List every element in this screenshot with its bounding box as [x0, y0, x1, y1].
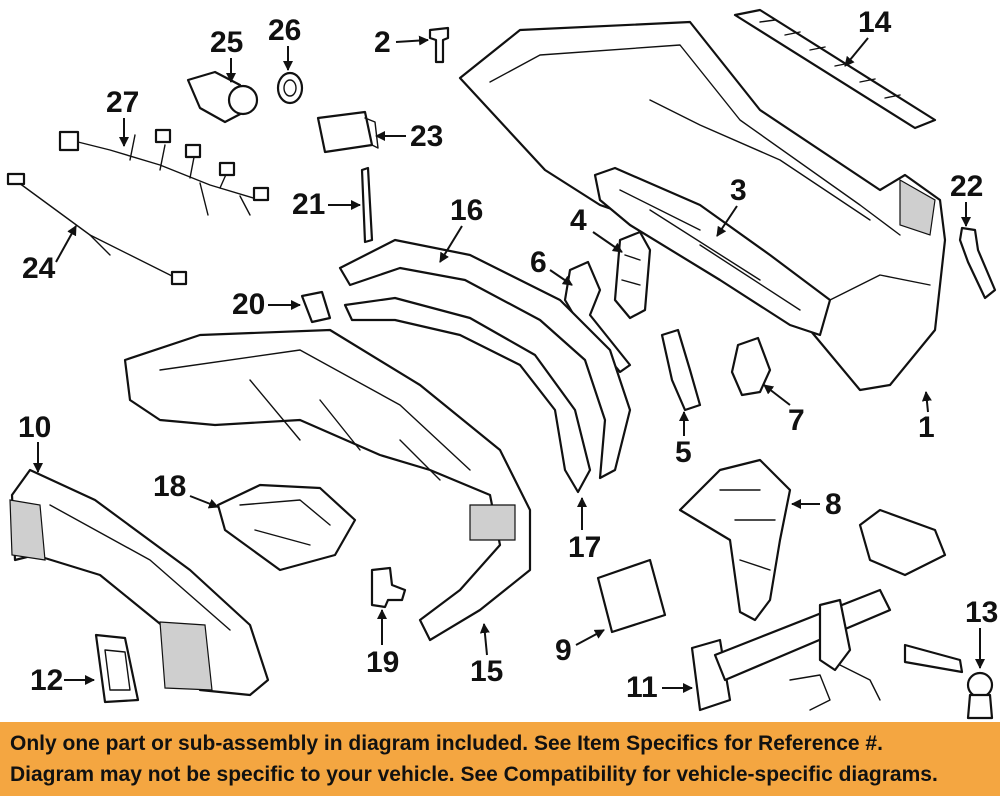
bracket-5-part — [660, 328, 702, 412]
bracket-7-part — [730, 336, 772, 397]
callout-23: 23 — [410, 120, 443, 153]
callout-19: 19 — [366, 646, 399, 679]
callout-4: 4 — [570, 204, 587, 237]
callout-1: 1 — [918, 411, 935, 444]
callout-13: 13 — [965, 596, 998, 629]
callout-26: 26 — [268, 14, 301, 47]
callout-20: 20 — [232, 288, 265, 321]
callout-16: 16 — [450, 194, 483, 227]
disclaimer-line-1: Only one part or sub-assembly in diagram… — [10, 732, 883, 755]
callout-5: 5 — [675, 436, 692, 469]
reinforcement-beam-part — [9, 468, 270, 697]
module-23-part — [316, 110, 379, 154]
callout-9: 9 — [555, 634, 572, 667]
callout-3: 3 — [730, 174, 747, 207]
callout-6: 6 — [530, 246, 547, 279]
callout-12: 12 — [30, 664, 63, 697]
trim-molding-16-part — [338, 238, 632, 480]
lower-panel-part — [216, 483, 357, 572]
callout-15: 15 — [470, 655, 503, 688]
trim-molding-17-part — [343, 296, 592, 494]
bracket-6-part — [563, 260, 632, 374]
disclaimer-banner: Only one part or sub-assembly in diagram… — [0, 722, 1000, 796]
callout-2: 2 — [374, 26, 391, 59]
callout-24: 24 — [22, 252, 56, 285]
plate-12-part — [94, 633, 140, 704]
callout-17: 17 — [568, 531, 601, 564]
callout-22: 22 — [950, 170, 983, 203]
parking-sensor-part — [186, 70, 259, 124]
plate-9-part — [596, 558, 667, 634]
rod-21-part — [360, 166, 374, 244]
callout-18: 18 — [153, 470, 186, 503]
harness-strip-part — [6, 172, 188, 286]
callout-8: 8 — [825, 488, 842, 521]
callout-21: 21 — [292, 188, 325, 221]
parts-diagram: 1 2 3 4 5 6 7 8 9 10 11 12 13 14 15 16 1 — [6, 6, 998, 720]
callout-14: 14 — [858, 6, 892, 39]
upper-retainer-part — [733, 8, 937, 130]
sensor-ring-part — [276, 71, 304, 105]
lower-bumper-part — [123, 328, 532, 642]
callout-10: 10 — [18, 411, 51, 444]
callout-11: 11 — [626, 671, 658, 704]
clip-19-part — [370, 566, 407, 609]
wiring-harness-part — [58, 128, 270, 216]
energy-absorber-part — [593, 166, 832, 337]
bracket-22-part — [958, 226, 997, 300]
clip-20-part — [300, 290, 332, 324]
callout-25: 25 — [210, 26, 243, 59]
bracket-8-part — [678, 458, 792, 622]
callout-27: 27 — [106, 86, 139, 119]
callouts: 1 2 3 4 5 6 7 8 9 10 11 12 13 14 15 16 1 — [18, 6, 998, 704]
callout-7: 7 — [788, 404, 805, 437]
tow-hitch-part — [690, 508, 947, 712]
disclaimer-line-2: Diagram may not be specific to your vehi… — [10, 763, 938, 786]
bracket-4-part — [613, 230, 652, 320]
push-clip-part — [428, 26, 450, 64]
tow-ball-part — [903, 643, 994, 720]
